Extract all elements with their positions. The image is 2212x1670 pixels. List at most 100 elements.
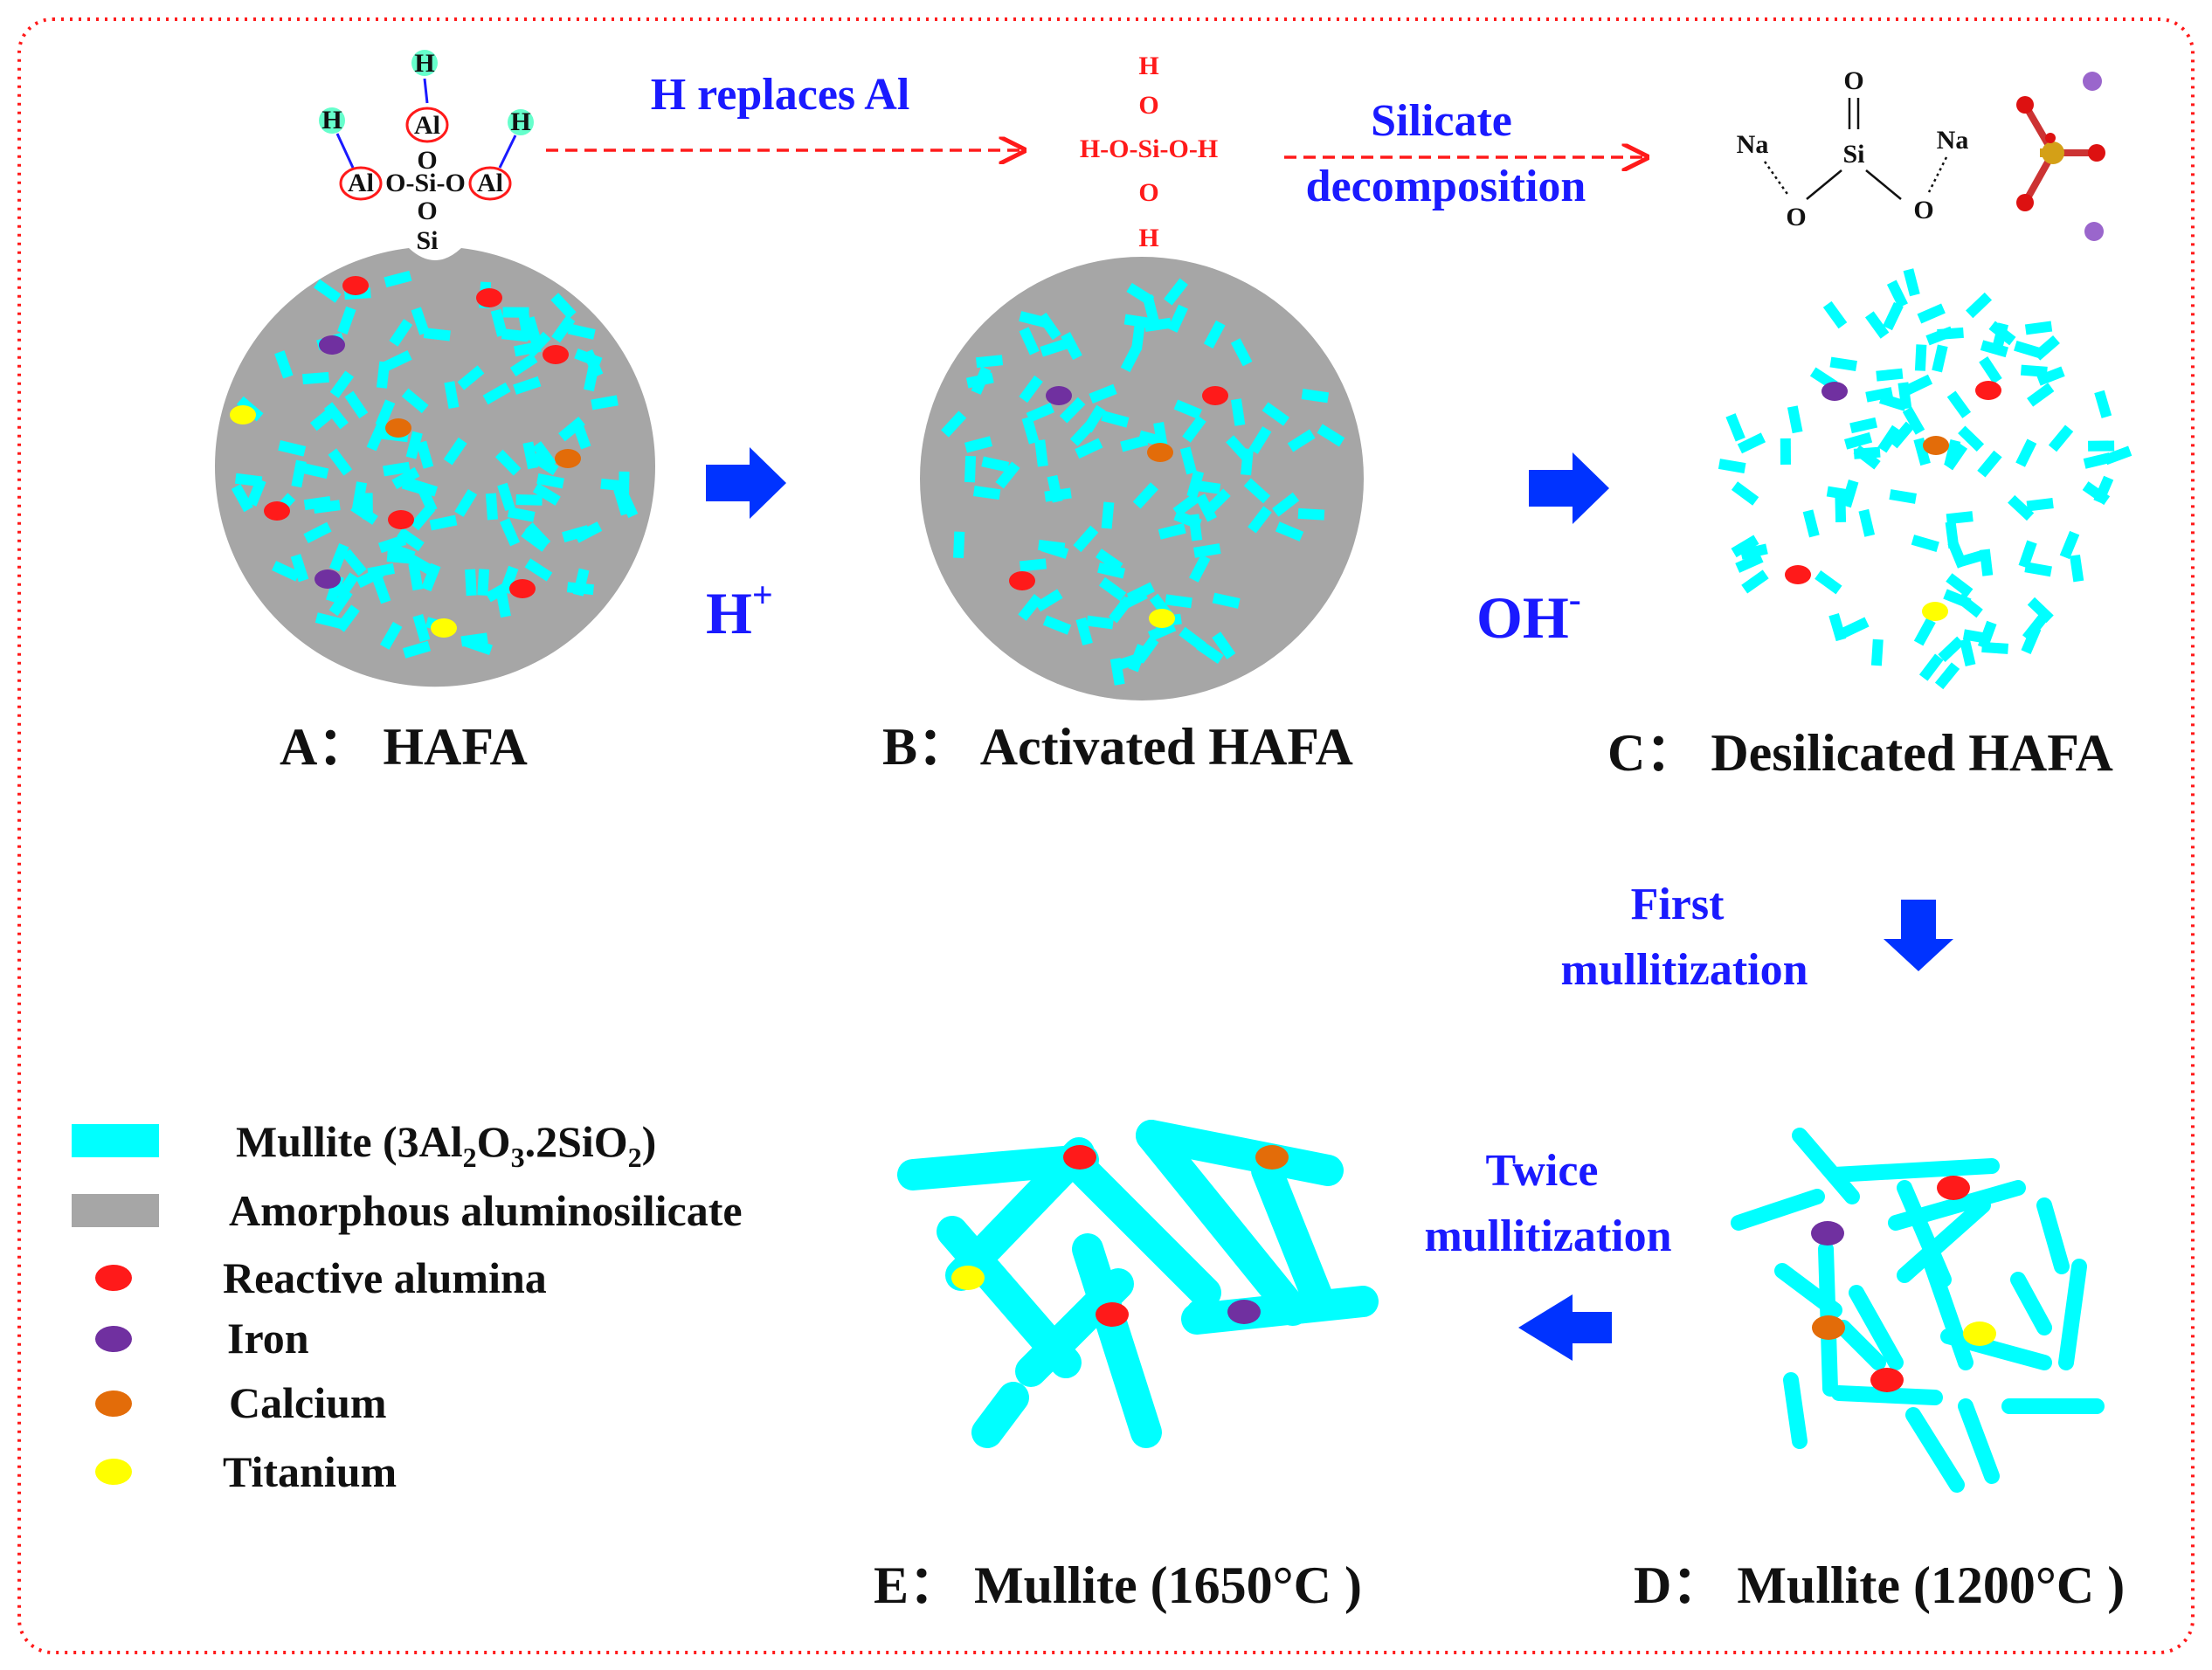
oxygen-atom [2088,144,2105,162]
mullite-rod [1925,326,1954,346]
mullite-rod [1822,300,1848,329]
mullite-rod [971,366,992,395]
mullite-rod [231,484,253,513]
mullite-rod [1918,653,1944,681]
legend-label-amorphous: Amorphous aluminosilicate [229,1186,743,1235]
mullite-rod [1827,1158,2000,1183]
mullite-rod [1889,421,1914,449]
o-si-o-chain: O-Si-O [385,169,466,197]
mullite-rod [443,437,467,466]
mullite-rod [1073,525,1099,553]
mullite-rod [941,411,967,438]
calcium-dot [1812,1315,1845,1340]
mullite-rod [1737,432,1766,454]
mullite-rod [1913,618,1936,646]
calcium-dot [385,418,411,438]
mullite-rod [329,542,349,572]
mullite-rod [1787,405,1803,434]
reactive-alumina-dot [1785,565,1811,584]
titanium-dot [431,618,457,638]
mullite-rod [412,614,431,643]
mullite-rod [302,371,329,385]
mullite-rod [290,554,309,583]
mullite-rod [408,562,424,591]
mullite-rod [303,495,332,511]
mullite-rod [550,293,577,320]
mullite-rod [1167,304,1188,333]
mullite-rod [499,565,519,595]
mullite-rod [1938,636,1965,662]
arrow-alkali-desilication [1529,452,1609,524]
arrow-first-mullitization [1884,900,1953,971]
mullite-rod [1173,399,1202,420]
mullite-rod [551,314,576,343]
legend-label-reactive-alumina: Reactive alumina [223,1253,547,1302]
mullite-rod [397,527,425,552]
mullite-rod [1783,1372,1808,1449]
mullite-rod [574,348,603,368]
mullite-rod [1098,576,1127,602]
mullite-rod [971,1382,1029,1448]
mullite-rod [1911,535,1939,553]
mullite-rod [972,486,1001,500]
mullite-rod [1735,552,1764,573]
na-left: Na [1737,130,1769,159]
mullite-rod [423,328,451,342]
mullite-rod [335,604,360,632]
mullite-rod [1248,426,1272,454]
calcium-dot [1923,436,1949,455]
mullite-crystals [231,270,639,659]
mullite-crystals [1731,1128,2105,1493]
stage-label-a: A： HAFA [280,718,528,776]
mullite-rod [1904,374,1933,396]
mullite-crystals [941,278,1345,686]
impurities [230,276,581,638]
mullite-rod [1718,459,1746,474]
label-first-mullitization: mullitization [1560,945,1808,995]
mullite-rod [378,535,407,554]
al-label-top: Al [414,111,440,140]
legend: Mullite (3Al2O3.2SiO2) Amorphous alumino… [72,1117,743,1496]
mullite-rod [1883,301,1904,331]
mullite-rod [1186,470,1205,499]
h-bond-top [423,78,429,104]
mullite-rod [1301,389,1330,404]
mullite-rod [417,485,438,514]
mullite-rod [1164,278,1188,306]
mullite-rod [1047,474,1063,503]
mullite-rod [1059,1146,1221,1308]
reactive-alumina-dot [1009,571,1035,590]
o-top: O [1138,91,1158,120]
mullite-rod [1037,312,1061,341]
mullite-rod [571,421,591,450]
mullite-rod [1849,417,1878,434]
h-bond-left [335,133,355,169]
mullite-rod [383,461,411,477]
legend-label-calcium: Calcium [229,1378,387,1427]
mullite-rod [344,390,369,419]
mullite-rod [1059,397,1086,424]
mullite-rod [1251,1155,1335,1317]
outer-frame [17,17,2195,1654]
mullite-rod [375,399,396,428]
impurities [1009,386,1228,628]
mullite-rod [1262,402,1289,426]
mullite-rod [1864,311,1890,339]
mullite-rod [1075,438,1103,459]
mullite-rod [2048,424,2074,452]
mullite-rod [2082,481,2111,506]
reactive-alumina-dot [264,501,290,521]
mullite-rod [1741,569,1769,594]
mullite-rod [291,459,307,488]
mullite-rod [1946,573,1974,597]
o-right: O [1913,196,1933,224]
label-oh-minus: OH- [1476,580,1581,651]
mullite-rod [1275,521,1304,542]
mullite-rod [1977,450,2002,478]
mullite-rod [1955,593,1983,618]
mullite-rod [1944,442,1968,471]
mullite-rod [2036,1197,2070,1274]
mullite-rod [1889,489,1917,504]
mullite-rod [2027,383,2055,407]
mullite-rod [522,441,538,470]
